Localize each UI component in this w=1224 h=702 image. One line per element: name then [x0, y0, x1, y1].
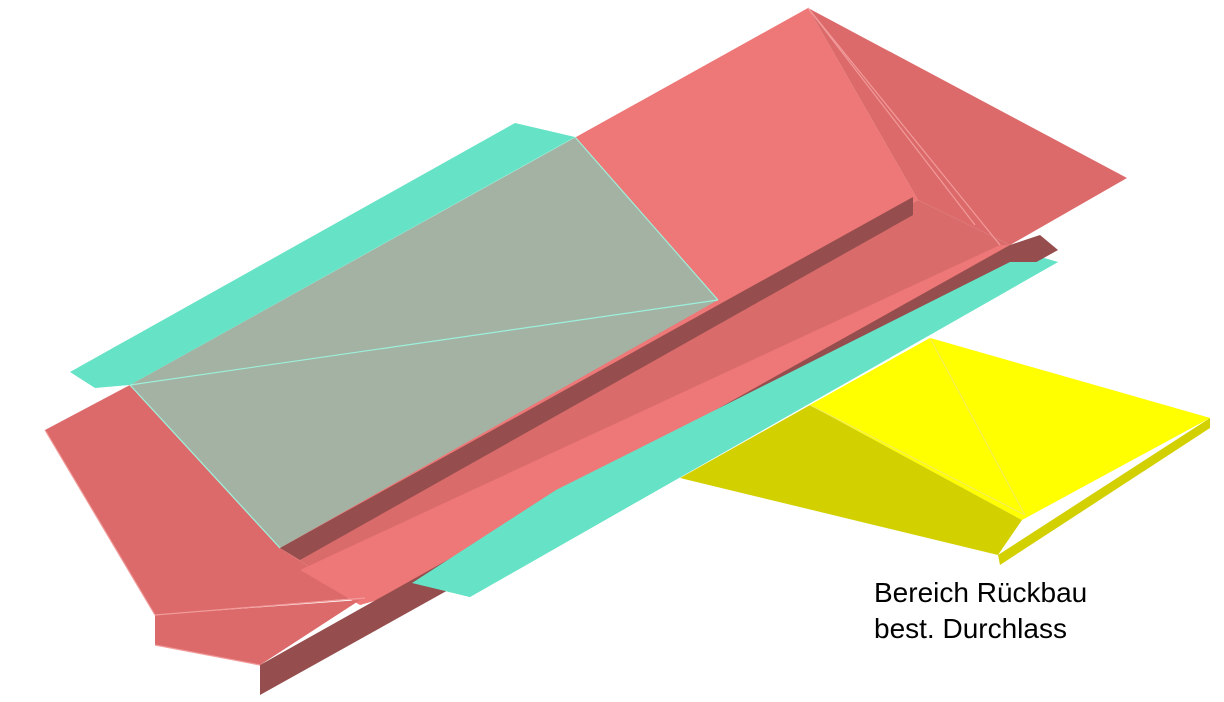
label-line-1: Bereich Rückbau — [874, 577, 1088, 608]
red-left-end — [45, 385, 358, 615]
red-edge — [807, 7, 1001, 246]
cyan-front-strip — [412, 262, 1058, 597]
red-right-end — [808, 8, 1127, 245]
yellow-edge-front — [998, 418, 1210, 565]
yellow-top-face — [810, 338, 1210, 515]
removal-area-label: Bereich Rückbau best. Durchlass — [874, 575, 1087, 647]
yellow-fold-line — [929, 337, 1026, 516]
red-edge — [807, 7, 976, 226]
cyan-edge — [574, 136, 719, 301]
label-line-2: best. Durchlass — [874, 613, 1067, 644]
red-edge — [154, 597, 366, 616]
red-edge — [44, 429, 156, 616]
cyan-upper-sheet — [70, 123, 719, 549]
yellow-fold-line — [809, 404, 1026, 516]
yellow-slope-left — [680, 405, 1022, 555]
red-edge — [154, 644, 261, 666]
cyan-edge — [129, 384, 281, 549]
red-base-block — [155, 600, 360, 665]
cyan-front-band — [412, 262, 1058, 597]
red-front-slope — [300, 245, 1010, 605]
cyan-outer-band — [70, 123, 575, 388]
cyan-diagonal — [129, 299, 719, 386]
removal-area-yellow — [680, 337, 1210, 565]
red-inner-wall — [280, 197, 913, 560]
